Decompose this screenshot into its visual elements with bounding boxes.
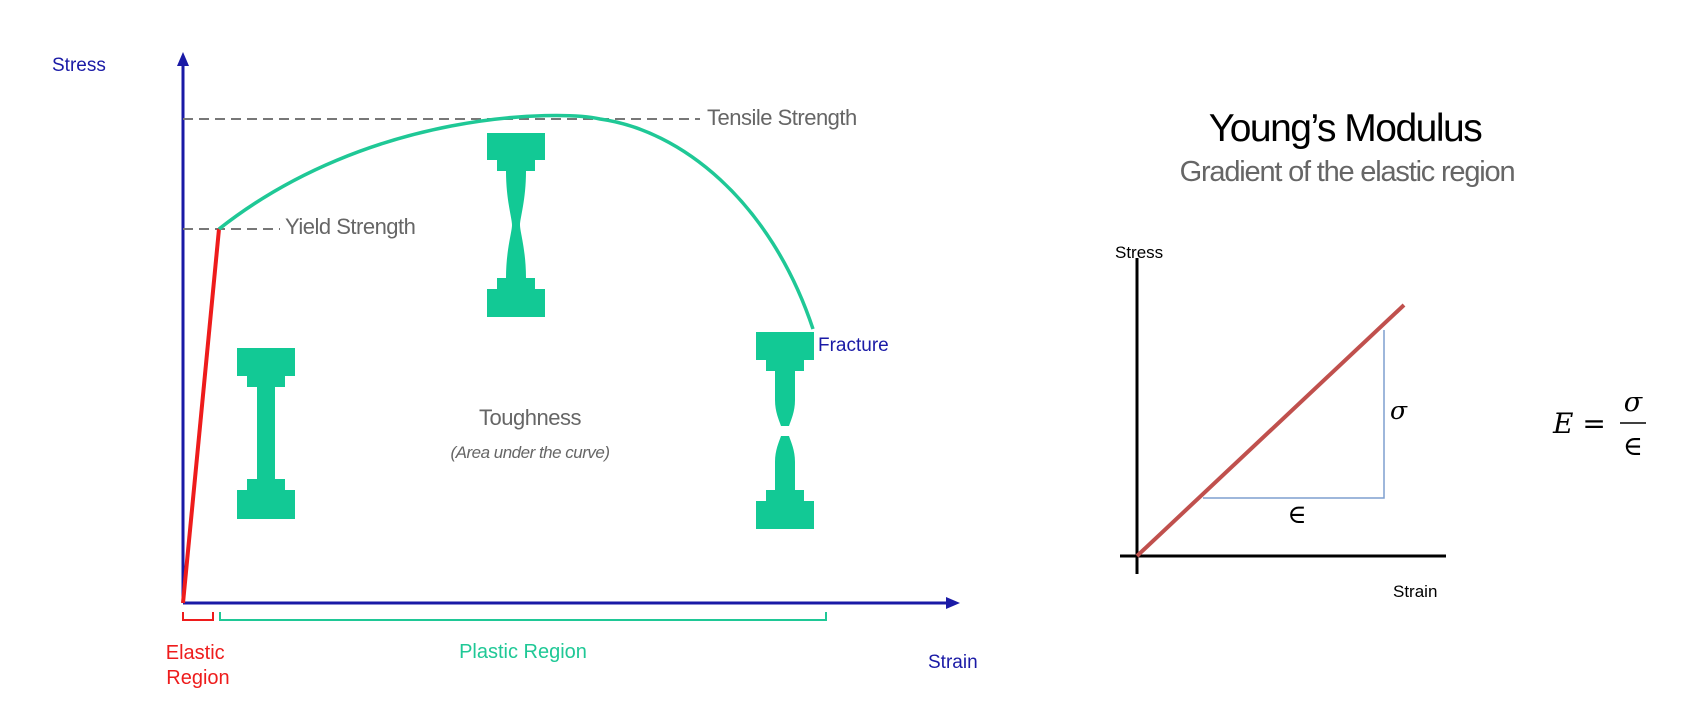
sigma-rise-label: σ [1390,396,1408,425]
modulus-strain-label: Strain [1393,582,1437,601]
strain-axis-arrowhead [946,597,960,609]
youngs-modulus-subtitle: Gradient of the elastic region [1180,156,1515,188]
elastic-region-line [181,228,221,604]
toughness-note: (Area under the curve) [450,443,609,462]
fracture-label: Fracture [818,335,889,356]
elastic-region-label-line1: Elastic [166,642,225,664]
modulus-line [1135,303,1406,558]
gradient-triangle [1203,330,1385,499]
specimen-necking-icon [487,133,545,317]
elastic-region-bracket [182,612,214,621]
stress-axis-label: Stress [52,55,106,76]
tensile-strength-label: Tensile Strength [707,105,857,130]
plastic-region-label: Plastic Region [459,641,587,663]
stress-strain-diagram: Stress Strain Tensile Strength Yield Str… [52,52,978,689]
formula-lhs: E = [1552,407,1606,440]
formula-numerator: σ [1624,387,1644,418]
youngs-modulus-title: Young’s Modulus [1209,107,1482,150]
strain-axis-label: Strain [928,652,978,673]
youngs-modulus-panel: Young’s Modulus Gradient of the elastic … [1115,107,1646,601]
specimen-unloaded-icon [237,348,295,519]
plastic-region-bracket [219,612,827,621]
toughness-label: Toughness [479,405,581,430]
epsilon-run-label: ∈ [1287,500,1306,530]
yield-strength-label: Yield Strength [285,214,415,239]
specimen-fractured-icon [756,332,814,529]
modulus-stress-label: Stress [1115,243,1163,262]
plastic-region-curve [217,113,815,330]
elastic-region-label-line2: Region [166,667,229,689]
youngs-modulus-formula: E = σ ∈ [1552,387,1646,462]
stress-axis-arrowhead [177,52,189,66]
formula-denominator: ∈ [1623,431,1643,462]
elastic-region-label: Elastic Region [166,642,230,689]
